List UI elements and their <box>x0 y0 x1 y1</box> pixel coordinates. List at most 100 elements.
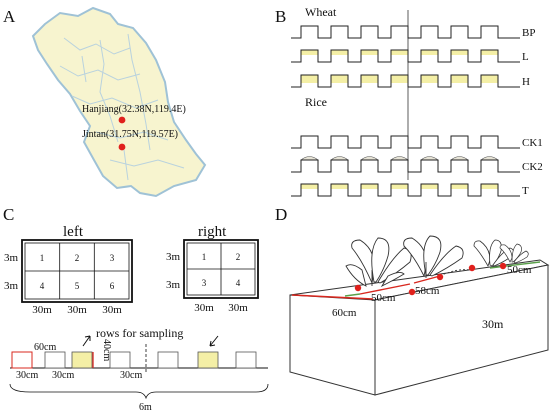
plot-number: 4 <box>236 278 241 288</box>
rows-for-sampling-label: rows for sampling <box>96 326 183 340</box>
total-width-label: 6m <box>139 402 152 413</box>
treatment-fill <box>451 75 468 83</box>
treatment-dome <box>450 156 469 161</box>
plant-position-dot <box>436 273 444 281</box>
treatment-dome <box>360 156 379 161</box>
pulse-line <box>291 25 520 39</box>
treatment-fill <box>481 75 498 83</box>
treatment-dome <box>420 156 439 161</box>
plant-spacing-label: 58cm <box>415 285 440 297</box>
treatment-fill <box>301 184 318 189</box>
pulse-row-ck1: CK1 <box>291 135 543 149</box>
col-dim-label: 30m <box>67 304 87 316</box>
pulse-line <box>291 159 520 173</box>
plant-position-dot <box>499 262 507 270</box>
province-map: Hanjiang(32.38N,119.4E) Jintan(31.75N,11… <box>31 6 207 198</box>
ridge-length-label: 30m <box>482 317 504 331</box>
col-dim-label: 30m <box>32 304 52 316</box>
treatment-fill <box>421 184 438 189</box>
plot-number: 3 <box>110 253 115 263</box>
ridge-height-label: 40cm <box>101 339 112 361</box>
treatment-dome <box>480 156 499 161</box>
plant-spacing-label: 50cm <box>507 264 532 276</box>
col-dim-label: 30m <box>102 304 122 316</box>
treatment-fill <box>301 75 318 83</box>
plant-spacing-label: 50cm <box>371 292 396 304</box>
panel-b-letter: B <box>275 7 286 26</box>
plant-position-dot <box>354 284 362 292</box>
treatment-label: H <box>522 76 530 88</box>
plant-icon <box>403 235 464 278</box>
plot-number: 1 <box>40 253 45 263</box>
treatment-fill <box>331 75 348 83</box>
row-dim-label: 3m <box>166 279 181 291</box>
county-borders <box>59 33 185 181</box>
ridge-width-marker <box>291 294 374 300</box>
row-dim-label: 3m <box>4 280 19 292</box>
pulse-row-ck2: CK2 <box>291 156 543 173</box>
treatment-fill <box>331 50 348 55</box>
panel-d-letter: D <box>275 205 287 224</box>
treatment-fill <box>391 50 408 55</box>
treatment-dome <box>300 156 319 161</box>
treatment-fill <box>391 75 408 83</box>
plant-position-dot <box>468 264 476 272</box>
arrow-icon <box>209 335 219 347</box>
plot-number: 1 <box>202 252 207 262</box>
ridge-3d-drawing: 60cm 50cm 58cm 50cm 30m <box>289 235 550 396</box>
treatment-fill <box>361 75 378 83</box>
plot-number: 2 <box>75 253 80 263</box>
treatment-fill <box>481 50 498 55</box>
col-dim-label: 30m <box>194 302 214 314</box>
treatment-fill <box>451 184 468 189</box>
right-field: 1 2 3 4 3m 3m 30m 30m <box>166 239 259 314</box>
rice-label: Rice <box>305 95 327 109</box>
treatment-fill <box>361 50 378 55</box>
site-dot-hanjiang <box>118 116 126 124</box>
treatment-label: L <box>522 51 529 63</box>
ridge-width-label: 60cm <box>332 307 357 319</box>
left-field: 1 2 3 4 5 6 3m 3m 30m 30m 30m <box>4 239 133 316</box>
plot-number: 3 <box>202 278 207 288</box>
plot-number: 5 <box>75 281 80 291</box>
row-dim-label: 3m <box>4 252 19 264</box>
plot-number: 2 <box>236 252 241 262</box>
site-dot-jintan <box>118 143 126 151</box>
treatment-label: BP <box>522 27 535 39</box>
treatment-dome <box>390 156 409 161</box>
pulse-row-t: T <box>291 183 529 197</box>
gap-label: 30cm <box>16 370 38 381</box>
col-dim-label: 30m <box>228 302 248 314</box>
ridge-width-label: 60cm <box>34 342 56 353</box>
pulse-line <box>291 135 520 149</box>
gap-label: 30cm <box>120 370 142 381</box>
treatment-label: T <box>522 185 529 197</box>
right-field-title: right <box>198 224 227 240</box>
treatment-fill <box>391 184 408 189</box>
treatment-fill <box>301 50 318 55</box>
treatment-label: CK1 <box>522 137 543 149</box>
map-outline <box>31 6 207 198</box>
pulse-row-bp: BP <box>291 25 535 39</box>
row-dim-label: 3m <box>166 251 181 263</box>
treatment-fill <box>421 75 438 83</box>
treatment-fill <box>481 184 498 189</box>
pulse-row-h: H <box>291 74 530 88</box>
treatment-dome <box>330 156 349 161</box>
treatment-fill <box>451 50 468 55</box>
plot-number: 6 <box>110 281 115 291</box>
treatment-label: CK2 <box>522 161 543 173</box>
site-label-jintan: Jintan(31.75N,119.57E) <box>82 129 178 140</box>
plant-icon <box>499 243 529 264</box>
pulse-line <box>291 74 520 88</box>
pulse-line <box>291 183 520 197</box>
arrow-icon <box>82 335 91 347</box>
treatment-fill <box>421 50 438 55</box>
treatment-fill <box>361 184 378 189</box>
plot-number: 4 <box>40 281 45 291</box>
ridge-cross-section: rows for sampling 60cm 40cm 30cm 30cm 30… <box>9 326 269 413</box>
pulse-line <box>291 49 520 63</box>
panel-a-letter: A <box>3 7 16 26</box>
